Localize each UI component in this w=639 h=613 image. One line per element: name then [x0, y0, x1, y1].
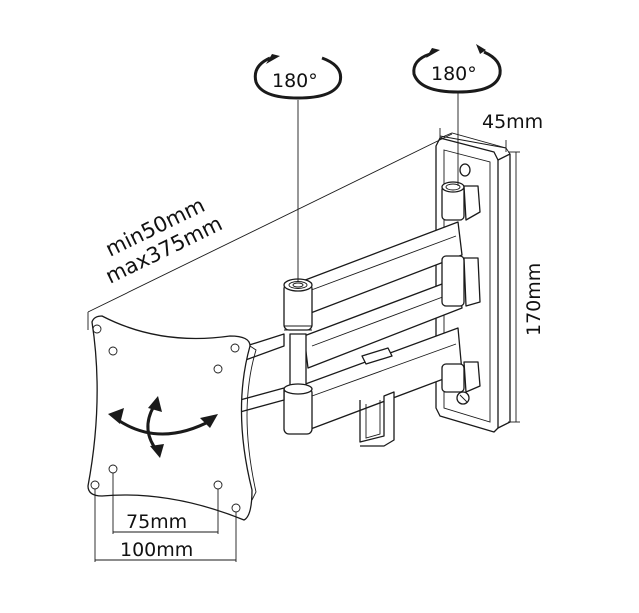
vesa-100-label: 100mm: [120, 539, 193, 561]
upper-arm: [299, 221, 463, 369]
swivel-right-icon: [412, 44, 502, 94]
tilt-swivel-arrows-icon: [108, 396, 218, 458]
swivel-right-label: 180°: [431, 63, 477, 85]
height-dimension: [508, 151, 520, 423]
middle-hinge: [283, 278, 313, 435]
vesa-plate: [87, 315, 257, 521]
height-label: 170mm: [523, 263, 545, 336]
wall-hinges: [441, 181, 481, 393]
vesa-dimensions: [94, 473, 237, 562]
swivel-left-icon: [253, 54, 343, 100]
cable-clip: [359, 347, 395, 447]
swivel-left-label: 180°: [272, 70, 318, 92]
extension-dimension: [87, 133, 453, 330]
depth-dimension: [439, 128, 507, 152]
vesa-75-label: 75mm: [126, 511, 187, 533]
depth-label: 45mm: [482, 111, 543, 133]
